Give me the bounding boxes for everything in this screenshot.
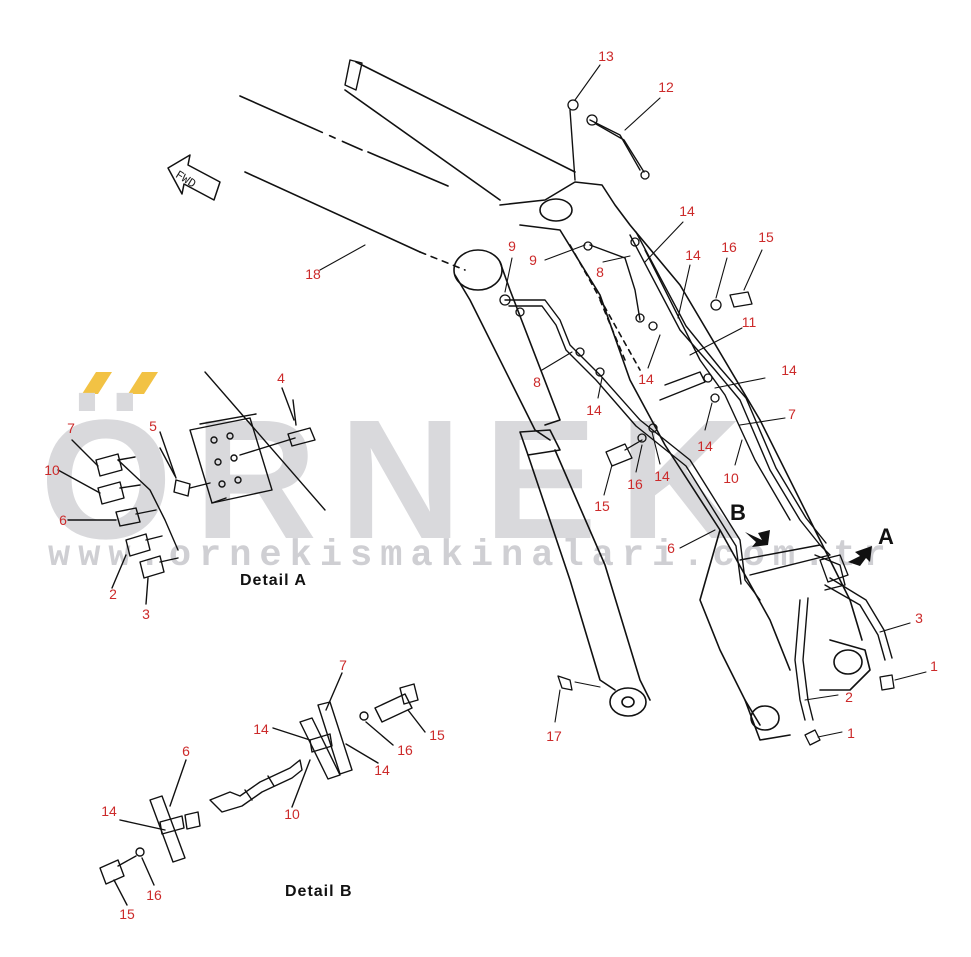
callout-label: 14 bbox=[586, 402, 602, 418]
view-a-label: A bbox=[878, 524, 894, 549]
callout-label: 15 bbox=[594, 498, 610, 514]
callout-label: 11 bbox=[741, 314, 757, 330]
callout-label: 14 bbox=[685, 247, 701, 263]
view-b-label: B bbox=[730, 500, 746, 525]
callout-label: 15 bbox=[119, 906, 135, 922]
callout-label: 1 bbox=[847, 725, 855, 741]
callout-label: 8 bbox=[596, 264, 604, 280]
view-arrow-a-icon bbox=[848, 546, 872, 566]
callout-label: 4 bbox=[277, 370, 285, 386]
callout-label: 14 bbox=[654, 468, 670, 484]
callout-label: 7 bbox=[339, 657, 347, 673]
callout-label: 14 bbox=[781, 362, 797, 378]
watermark-umlaut-marks bbox=[82, 372, 158, 394]
callout-label: 13 bbox=[598, 48, 614, 64]
detail-b-drawing bbox=[99, 672, 426, 906]
cylinder-outline bbox=[453, 249, 651, 717]
callout-label: 3 bbox=[142, 606, 150, 622]
callout-label: 14 bbox=[638, 371, 654, 387]
callout-label: 9 bbox=[529, 252, 537, 268]
callout-label: 8 bbox=[533, 374, 541, 390]
callout-label: 3 bbox=[915, 610, 923, 626]
callout-label: 14 bbox=[697, 438, 713, 454]
callout-label: 10 bbox=[723, 470, 739, 486]
callout-label: 16 bbox=[721, 239, 737, 255]
callout-label: 6 bbox=[59, 512, 67, 528]
callout-label: 18 bbox=[305, 266, 321, 282]
callout-label: 15 bbox=[758, 229, 774, 245]
callout-label: 9 bbox=[508, 238, 516, 254]
callout-label: 7 bbox=[67, 420, 75, 436]
callout-label: 14 bbox=[679, 203, 695, 219]
detail-a-title: Detail A bbox=[240, 572, 307, 589]
callout-label: 10 bbox=[284, 806, 300, 822]
detail-b-title: Detail B bbox=[285, 883, 353, 900]
leader-lines bbox=[319, 64, 927, 738]
callout-label: 14 bbox=[253, 721, 269, 737]
callout-label: 16 bbox=[627, 476, 643, 492]
callout-label: 17 bbox=[546, 728, 562, 744]
callout-label: 7 bbox=[788, 406, 796, 422]
view-arrow-b-icon bbox=[745, 530, 770, 547]
fwd-arrow-icon bbox=[167, 154, 221, 201]
detail-a-drawing bbox=[57, 371, 326, 605]
callout-label: 5 bbox=[149, 418, 157, 434]
fittings bbox=[499, 99, 895, 746]
callout-label: 10 bbox=[44, 462, 60, 478]
watermark-url: www.ornekismakinalari.com.tr bbox=[48, 535, 894, 577]
callout-label: 6 bbox=[182, 743, 190, 759]
callout-label: 16 bbox=[397, 742, 413, 758]
callout-label: 14 bbox=[374, 762, 390, 778]
callout-label: 15 bbox=[429, 727, 445, 743]
callout-label: 2 bbox=[109, 586, 117, 602]
callout-label: 12 bbox=[658, 79, 674, 95]
callout-label: 14 bbox=[101, 803, 117, 819]
boom-outline bbox=[239, 59, 871, 741]
callout-label: 6 bbox=[667, 540, 675, 556]
callout-label: 2 bbox=[845, 689, 853, 705]
hose-lines bbox=[504, 109, 893, 721]
callout-label: 16 bbox=[146, 887, 162, 903]
callout-label: 1 bbox=[930, 658, 938, 674]
